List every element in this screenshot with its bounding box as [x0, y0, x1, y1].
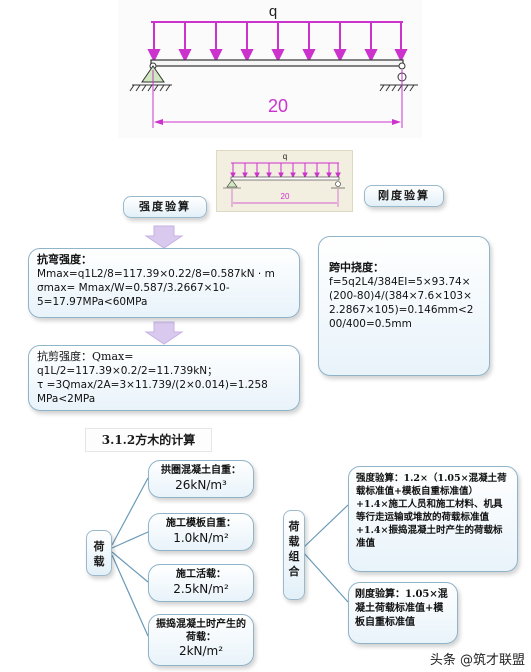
load-item-value: 1.0kN/m²: [173, 531, 229, 545]
beam-diagram-large: q 20: [118, 0, 422, 138]
bending-title: 抗弯强度：: [37, 253, 92, 266]
small-span-label: 20: [281, 192, 290, 201]
stiffness-box: 跨中挠度： f=5q2L4/384EI=5×93.74×(200-80)4/(3…: [318, 236, 490, 376]
combination-root-tag: 荷载组合: [283, 510, 305, 600]
shear-force-formula: q1L/2=117.39×0.2/2=11.739kN；: [37, 365, 218, 377]
load-item-value: 2.5kN/m²: [173, 582, 229, 596]
load-item-title: 施工模板自重：: [166, 518, 236, 529]
bending-strength-box: 抗弯强度： Mmax=q1L2/8=117.39×0.22/8=0.587kN …: [28, 248, 300, 318]
load-item-3: 施工活载： 2.5kN/m²: [148, 564, 254, 602]
combination-stiffness-box: 刚度验算：1.05×混凝土荷载标准值+模板自重标准值: [348, 582, 458, 644]
load-item-1: 拱圈混凝土自重： 26kN/m³: [148, 460, 254, 498]
stiffness-title: 跨中挠度：: [329, 261, 384, 274]
section-title: 3.1.2方木的计算: [85, 428, 212, 452]
loads-root-label: 荷载: [93, 540, 105, 568]
bending-moment-formula: Mmax=q1L2/8=117.39×0.22/8=0.587kN · m: [37, 268, 275, 280]
load-item-4: 振捣混凝土时产生的荷载： 2kN/m²: [148, 614, 254, 666]
load-item-value: 2kN/m²: [178, 644, 224, 658]
shear-title: 抗剪强度：Qmax=: [37, 350, 134, 363]
combination-root-label: 荷载组合: [288, 520, 300, 578]
load-item-2: 施工模板自重： 1.0kN/m²: [148, 513, 254, 551]
watermark: 头条 @筑才联盟: [429, 653, 525, 668]
bending-stress-formula: σmax= Mmax/W=0.587/3.2667×10-5=17.97MPa<…: [37, 282, 230, 308]
load-label: q: [269, 3, 277, 20]
stiffness-check-tag: 刚度验算: [364, 185, 444, 207]
load-item-title: 施工活载：: [176, 569, 226, 580]
combination-strength-box: 强度验算：1.2×（1.05×混凝土荷载标准值+模板自重标准值）+1.4×施工人…: [348, 466, 518, 572]
span-label: 20: [268, 96, 288, 116]
load-item-title: 振捣混凝土时产生的荷载：: [156, 619, 246, 643]
load-arrows: [147, 22, 408, 63]
loads-root-tag: 荷载: [86, 530, 112, 576]
shear-strength-box: 抗剪强度：Qmax= q1L/2=117.39×0.2/2=11.739kN； …: [28, 345, 300, 411]
strength-check-tag: 强度验算: [123, 196, 207, 218]
shear-stress-formula: τ =3Qmax/2A=3×11.739/(2×0.014)=1.258 MPa…: [37, 379, 268, 405]
deflection-formula: f=5q2L4/384EI=5×93.74×(200-80)4/(384×7.6…: [329, 276, 474, 330]
load-item-value: 26kN/m³: [175, 478, 227, 492]
small-load-label: q: [283, 152, 287, 161]
beam-diagram-small: q 20: [216, 150, 353, 212]
load-item-title: 拱圈混凝土自重：: [161, 465, 241, 476]
